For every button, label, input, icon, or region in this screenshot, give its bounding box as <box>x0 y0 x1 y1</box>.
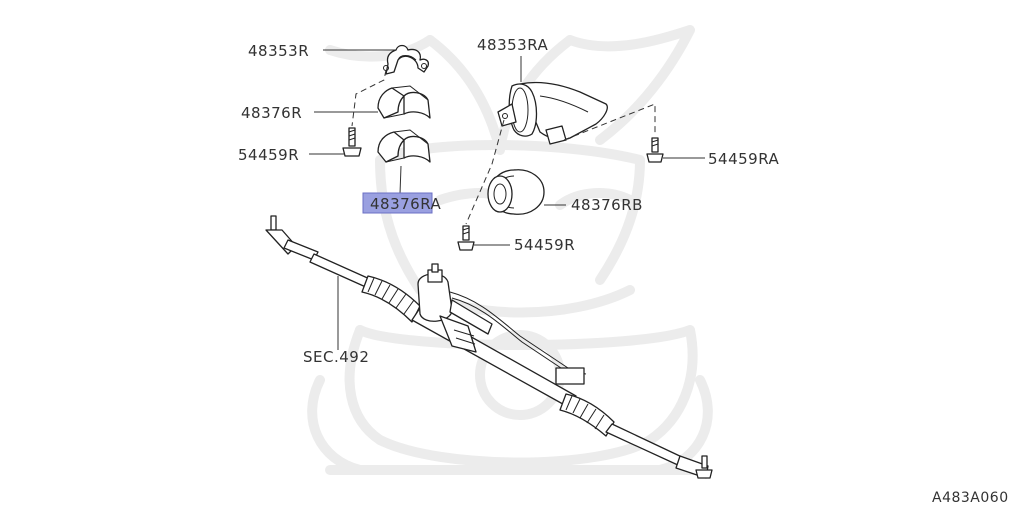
leader-lines <box>309 49 705 350</box>
clamp-48353ra[interactable] <box>497 81 608 145</box>
bolt-54459r-upper[interactable] <box>342 127 362 157</box>
label-48353r[interactable]: 48353R <box>248 42 309 60</box>
insulator-48376rb[interactable] <box>487 169 545 215</box>
label-sec-492[interactable]: SEC.492 <box>303 348 369 366</box>
label-48353ra[interactable]: 48353RA <box>477 36 549 54</box>
bolt-54459r-lower[interactable] <box>457 225 475 251</box>
highlight-box <box>362 192 433 214</box>
assembly-line-right-bolt <box>563 103 656 141</box>
assembly-line-upper-left <box>351 69 387 127</box>
label-54459r-lower[interactable]: 54459R <box>514 236 575 254</box>
label-48376rb[interactable]: 48376RB <box>571 196 643 214</box>
insulator-48376ra[interactable] <box>377 129 431 163</box>
assembly-line-left-bolt <box>465 119 505 225</box>
steering-rack-assembly[interactable] <box>265 215 713 479</box>
label-54459ra[interactable]: 54459RA <box>708 150 780 168</box>
label-48376ra[interactable]: 48376RA <box>370 195 442 213</box>
label-48376r[interactable]: 48376R <box>241 104 302 122</box>
label-54459r-upper[interactable]: 54459R <box>238 146 299 164</box>
insulator-48376r[interactable] <box>377 85 431 119</box>
watermark-emblem <box>307 25 713 475</box>
figure-code: A483A060 <box>932 490 1009 506</box>
bolt-54459ra[interactable] <box>646 137 664 163</box>
